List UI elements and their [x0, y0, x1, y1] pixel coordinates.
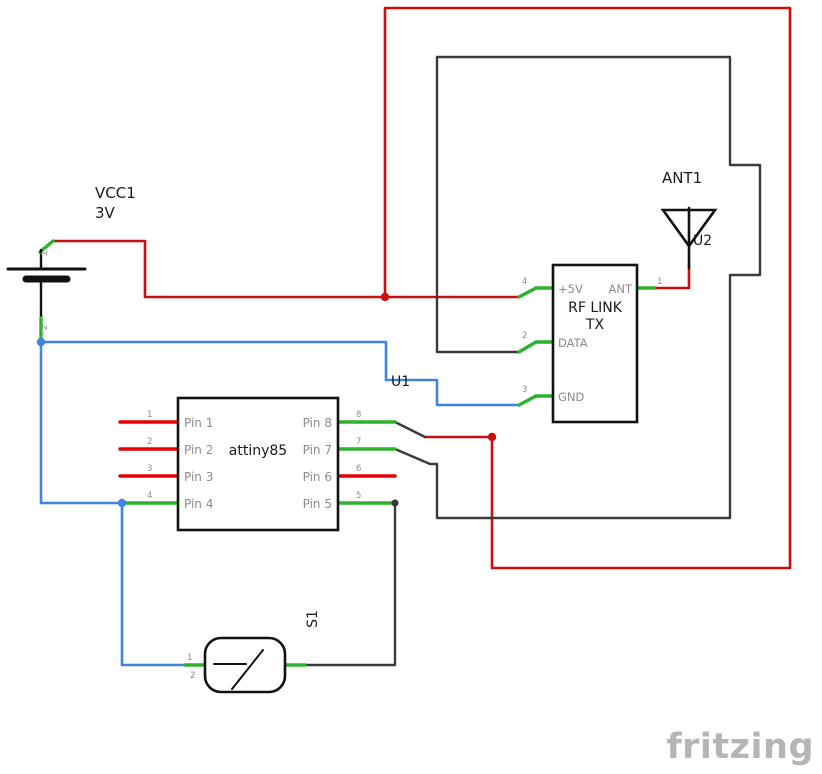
attiny-pin6-label: Pin 6 — [303, 470, 332, 484]
battery-pin1-number: 1 — [40, 251, 50, 256]
attiny-pin5-label: Pin 5 — [303, 497, 332, 511]
junction-dots — [36, 292, 497, 508]
wire-gnd-to-rf[interactable] — [39, 340, 521, 407]
battery-designator: VCC1 — [95, 184, 136, 202]
attiny-pin1-label: Pin 1 — [184, 416, 213, 430]
attiny-pin4-label: Pin 4 — [184, 497, 213, 511]
wire-gnd-to-pin4[interactable] — [39, 340, 124, 505]
attiny-pin7-number: 7 — [356, 437, 361, 447]
attiny-pin6-number: 6 — [356, 464, 361, 474]
switch-pin1-number: 1 — [187, 653, 192, 663]
u2-designator: U2 — [693, 233, 712, 249]
antenna-component[interactable]: ANT1 U2 — [660, 169, 718, 270]
rf-ant-number: 1 — [657, 277, 662, 287]
rf-title-line2: TX — [585, 317, 605, 333]
attiny-pin5-number: 5 — [356, 491, 361, 501]
antenna-designator: ANT1 — [662, 169, 702, 187]
wire-ant-to-antenna[interactable] — [652, 264, 691, 290]
switch-pin2-number: 2 — [190, 671, 195, 681]
switch-component[interactable]: 1 2 S1 — [183, 610, 321, 694]
attiny-pin8-number: 8 — [356, 410, 361, 420]
wires — [39, 6, 792, 667]
rf-title-line1: RF LINK — [568, 300, 623, 316]
attiny-pin3-number: 3 — [147, 464, 152, 474]
rf-gnd-number: 3 — [522, 385, 527, 395]
switch-lever-line — [231, 649, 264, 690]
wire-pin7-to-data[interactable] — [393, 55, 762, 520]
attiny85-component[interactable]: attiny85 Pin 1 Pin 2 Pin 3 Pin 4 Pin 8 P… — [118, 374, 410, 532]
battery-component[interactable]: 1 2 VCC1 3V — [6, 184, 136, 344]
wire-pin5-to-switch[interactable] — [303, 501, 397, 667]
attiny-pin1-number: 1 — [147, 410, 152, 420]
wire-pin8-jog[interactable] — [393, 420, 427, 439]
junction-pin4 — [117, 498, 127, 508]
rf-data-leg-bend[interactable] — [517, 340, 538, 354]
rf-gnd-leg-bend[interactable] — [517, 394, 538, 407]
rf-5v-label: +5V — [558, 282, 583, 296]
attiny-pin2-number: 2 — [147, 437, 152, 447]
attiny85-body[interactable] — [176, 396, 340, 532]
rf-link-tx-body[interactable] — [551, 263, 639, 424]
u1-designator: U1 — [391, 374, 410, 390]
rf-link-tx-component[interactable]: +5V ANT RF LINK TX DATA GND 4 2 3 1 — [517, 263, 662, 424]
attiny-pin8-label: Pin 8 — [303, 416, 332, 430]
rf-ant-label: ANT — [609, 282, 633, 296]
battery-pin2-number: 2 — [40, 325, 50, 330]
rf-data-label: DATA — [558, 336, 588, 350]
rf-data-number: 2 — [522, 331, 527, 341]
junction-vcc — [380, 292, 390, 302]
attiny-pin3-label: Pin 3 — [184, 470, 213, 484]
battery-value: 3V — [95, 204, 116, 222]
rf-gnd-label: GND — [558, 390, 585, 404]
wire-pin4-to-switch[interactable] — [120, 501, 187, 667]
junction-pin8 — [487, 432, 497, 442]
attiny-pin2-label: Pin 2 — [184, 443, 213, 457]
rf-5v-number: 4 — [522, 277, 527, 287]
junction-gnd-battery — [36, 337, 46, 347]
switch-designator: S1 — [305, 610, 321, 628]
attiny-pin7-label: Pin 7 — [303, 443, 332, 457]
attiny85-name: attiny85 — [229, 443, 287, 459]
wire-vcc-to-rf[interactable] — [51, 239, 521, 299]
fritzing-watermark: fritzing — [666, 727, 814, 767]
rf-5v-leg-bend[interactable] — [517, 286, 538, 299]
junction-pin5 — [391, 499, 399, 507]
attiny-pin4-number: 4 — [147, 491, 152, 501]
